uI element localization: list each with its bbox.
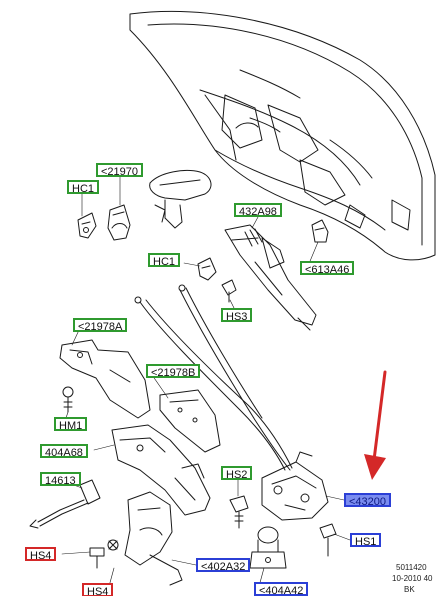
callout-hs3[interactable]: HS3 <box>221 308 253 323</box>
callout-613a46[interactable]: <613A46 <box>300 261 355 276</box>
callout-404a42[interactable]: <404A42 <box>254 582 309 596</box>
callout-21978a[interactable]: <21978A <box>73 318 128 333</box>
callout-hm1[interactable]: HM1 <box>54 417 88 432</box>
callout-14613[interactable]: 14613 <box>40 472 81 487</box>
callout-hc1-middle[interactable]: HC1 <box>148 253 181 268</box>
part-613a46 <box>311 219 329 243</box>
hs1-bolt <box>319 523 337 557</box>
leader-lines <box>59 176 351 591</box>
control-rods <box>134 284 293 471</box>
callout-21970[interactable]: <21970 <box>96 163 144 178</box>
drawing-reference-number: 5011420 <box>396 563 427 572</box>
hs4-screw-upper <box>107 539 119 551</box>
hs4-screw-lower <box>89 547 105 569</box>
hc1-clip-top <box>77 212 97 239</box>
callout-hs4-lower[interactable]: HS4 <box>82 583 114 596</box>
highlight-arrow <box>364 370 387 480</box>
bracket-404a68 <box>111 424 211 516</box>
callout-hs1[interactable]: HS1 <box>350 533 382 548</box>
release-handle-402a32 <box>124 491 183 586</box>
bracket-21978a <box>59 339 151 419</box>
hs3-bolt <box>221 279 237 303</box>
wiring-connector-14613 <box>29 479 101 529</box>
part-21970 <box>107 204 131 241</box>
bracket-21978b <box>159 389 221 453</box>
callout-hs2[interactable]: HS2 <box>221 466 253 481</box>
striker-404a42 <box>249 526 287 569</box>
drawing-author-code: BK <box>404 585 415 594</box>
drawing-date-code: 10-2010 40 <box>392 574 433 583</box>
callout-21978b[interactable]: <21978B <box>146 364 201 379</box>
callout-43200[interactable]: <43200 <box>344 493 392 508</box>
hm1-screw <box>62 386 74 413</box>
lock-cylinder-assembly <box>224 224 317 331</box>
hc1-clip-middle <box>197 257 217 281</box>
hs2-bolt <box>229 495 249 529</box>
actuator-upper <box>149 169 212 229</box>
tailgate-panel <box>129 10 436 261</box>
callout-hs4-upper[interactable]: HS4 <box>25 547 57 562</box>
latch-assembly-43200 <box>261 451 329 521</box>
callout-432a98[interactable]: 432A98 <box>234 203 282 218</box>
callout-404a68[interactable]: 404A68 <box>40 444 88 459</box>
callout-402a32[interactable]: <402A32 <box>196 558 251 573</box>
callout-hc1-top[interactable]: HC1 <box>67 180 100 195</box>
